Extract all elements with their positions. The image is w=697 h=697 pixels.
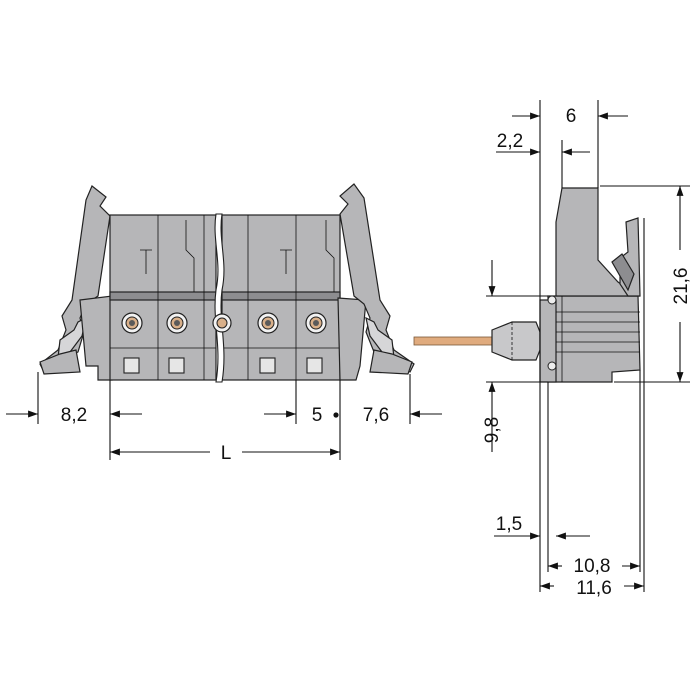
contact-opening [121,312,143,334]
right-lever-foot [369,349,413,375]
housing-right-slot-1 [280,249,292,274]
dim-top-offset: 2,2 [497,131,523,152]
wire-ferrule [491,321,541,361]
contact-opening [166,312,188,334]
right-latch-block [337,297,367,381]
side-boss-hole-top [547,295,557,305]
contact-openings [121,312,327,334]
break-gap [214,213,225,383]
side-boss-hole-bottom [547,361,557,371]
side-ribs [556,311,640,353]
test-opening [259,357,276,374]
dim-length: L [221,443,232,464]
housing-right-top-rail [221,291,341,301]
dim-depth-inner: 10,8 [574,556,611,577]
test-openings [123,357,323,374]
dim-depth-total: 11,6 [576,578,612,599]
dim-pitch: 5 [312,405,323,426]
housing-left-slot-2 [185,220,195,292]
front-view: 8,2 5 7,6 L [6,183,442,464]
left-latch-block [79,295,113,381]
dim-height: 21,6 [671,268,692,305]
test-opening [123,357,140,374]
wire [413,336,495,346]
test-opening [168,357,185,374]
housing-right-slot-2 [325,220,335,292]
left-lever-foot [39,349,81,375]
housing-left-top-rail [109,291,217,301]
contact-opening [212,313,232,333]
contact-opening [257,312,279,334]
dim-top-width: 6 [566,106,577,127]
side-view: 6 2,2 21,6 9,8 1,5 10,8 11,6 [413,100,692,599]
dim-pin-height: 9,8 [482,417,503,443]
dim-left-offset: 8,2 [61,405,87,426]
dim-base-offset: 1,5 [496,514,522,535]
housing-left-slot-1 [140,249,152,274]
test-opening [306,357,323,374]
dim-dot [333,412,339,418]
contact-opening [305,312,327,334]
side-latch-detail [611,253,635,292]
dim-right-offset: 7,6 [363,405,389,426]
